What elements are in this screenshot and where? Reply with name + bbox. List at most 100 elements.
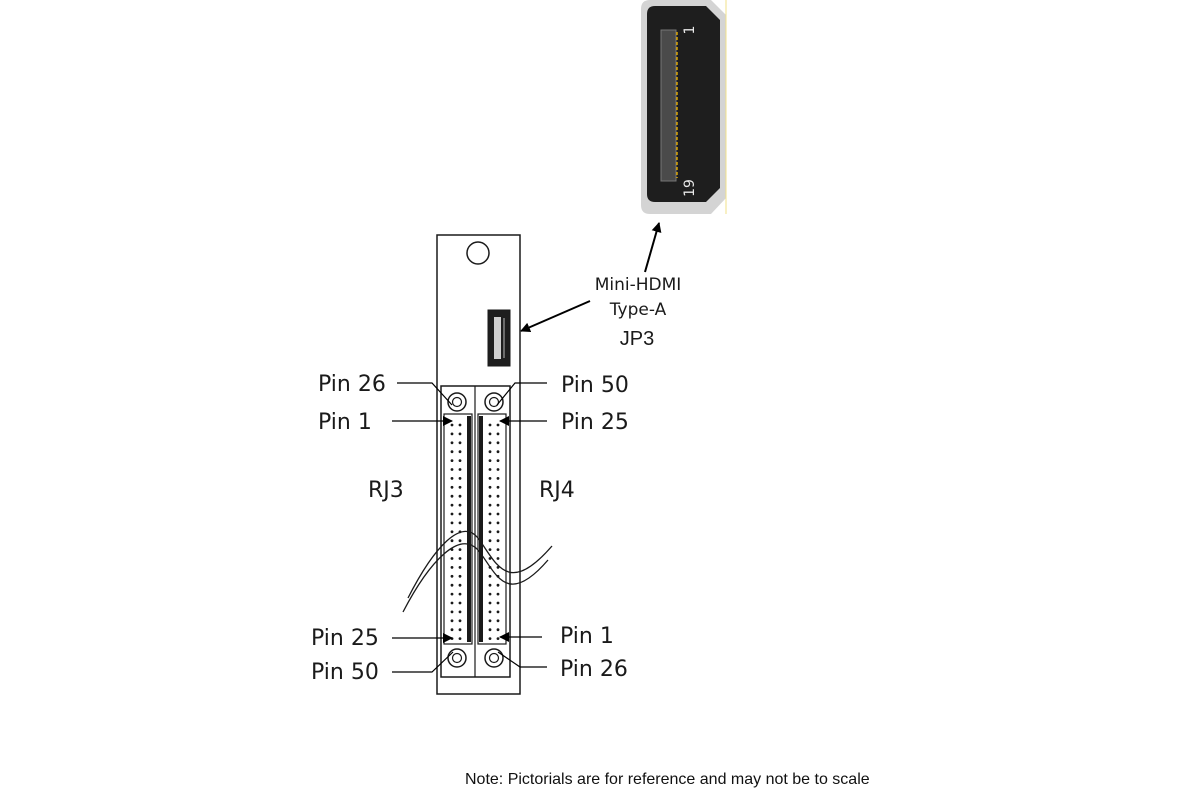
rj4-bottom-outer-label: Pin 26 bbox=[560, 657, 628, 682]
pin-dot bbox=[496, 557, 500, 560]
pin-dot bbox=[488, 521, 492, 525]
pin-dot bbox=[488, 503, 492, 507]
break-line-left bbox=[402, 543, 549, 613]
screw-bottom-right bbox=[484, 648, 504, 668]
hdmi-ref-label: JP3 bbox=[620, 328, 654, 350]
screw-top-left bbox=[447, 392, 467, 412]
pin-dot bbox=[488, 423, 492, 427]
pin-dot bbox=[496, 628, 500, 632]
pin-dot bbox=[488, 459, 492, 462]
pin-dot bbox=[458, 503, 462, 507]
rj3-top-inner-label: Pin 1 bbox=[318, 410, 372, 435]
board-faceplate bbox=[402, 234, 553, 695]
pin-dot bbox=[488, 610, 492, 614]
pin-dot bbox=[496, 521, 500, 525]
hdmi-port-arrow bbox=[520, 300, 591, 332]
rj3-ref-label: RJ3 bbox=[368, 478, 404, 503]
pin-dot bbox=[496, 432, 500, 436]
pin-dot bbox=[488, 628, 492, 632]
pin-dot bbox=[496, 619, 500, 623]
break-line-right bbox=[407, 530, 553, 599]
pin-dot bbox=[488, 494, 492, 498]
rj3-top-outer-label: Pin 26 bbox=[318, 372, 386, 397]
pin-dot bbox=[450, 459, 454, 462]
screw-bottom-left bbox=[447, 648, 467, 668]
pin-dot bbox=[458, 485, 462, 489]
pin-dot bbox=[496, 583, 500, 587]
pin-dot bbox=[458, 548, 462, 551]
pin-dot bbox=[488, 468, 492, 471]
pin-dot bbox=[458, 512, 462, 516]
pin-dot bbox=[450, 530, 454, 534]
pin-dot bbox=[450, 503, 454, 507]
rj4-bottom-inner-label: Pin 1 bbox=[560, 624, 614, 649]
pin-dot bbox=[450, 566, 454, 569]
hdmi-slot bbox=[660, 29, 677, 182]
pin-dot bbox=[496, 548, 500, 551]
pin-dot bbox=[496, 637, 500, 640]
pin-dot bbox=[496, 468, 500, 471]
rj4-top-outer-label: Pin 50 bbox=[561, 373, 629, 398]
pin-dot bbox=[458, 441, 462, 445]
mounting-hole bbox=[466, 241, 490, 265]
pin-dot bbox=[458, 610, 462, 614]
hdmi-type-label-line2: Type-A bbox=[609, 300, 667, 320]
pin-dot bbox=[450, 423, 454, 427]
hdmi-type-label-line1: Mini-HDMI bbox=[595, 275, 682, 295]
pin-dot bbox=[488, 450, 492, 454]
pin-dot bbox=[496, 450, 500, 454]
rj3-top-outer-leader bbox=[397, 382, 453, 406]
rj3-bottom-outer-leader bbox=[392, 651, 454, 673]
rj4-ref-label: RJ4 bbox=[539, 478, 575, 503]
pin-dot bbox=[458, 601, 462, 605]
pin-dot bbox=[488, 619, 492, 623]
pin-dot bbox=[496, 459, 500, 462]
screw-top-right bbox=[484, 392, 504, 412]
pin-dot bbox=[488, 548, 492, 551]
pin-dot bbox=[496, 610, 500, 614]
pin-dot bbox=[488, 601, 492, 605]
pin-dot bbox=[450, 610, 454, 614]
pin-dot bbox=[488, 539, 492, 543]
pin-dot bbox=[458, 583, 462, 587]
hdmi-pin-last-label: 19 bbox=[682, 179, 698, 197]
pin-dot bbox=[458, 557, 462, 560]
pin-dot bbox=[450, 574, 454, 578]
pin-dot bbox=[450, 583, 454, 587]
hdmi-pin-first-label: 1 bbox=[682, 26, 698, 35]
pin-dot bbox=[496, 601, 500, 605]
pin-dot bbox=[458, 432, 462, 436]
pin-dot bbox=[458, 628, 462, 632]
pin-dot bbox=[450, 628, 454, 632]
pin-dot bbox=[496, 530, 500, 534]
pin-dot bbox=[488, 557, 492, 560]
pin-dot bbox=[488, 432, 492, 436]
rj3-pin-grid bbox=[450, 423, 462, 640]
pin-dot bbox=[458, 574, 462, 578]
pin-dot bbox=[458, 477, 462, 480]
pin-dot bbox=[450, 512, 454, 516]
pin-dot bbox=[450, 494, 454, 498]
rj3-bottom-inner-label: Pin 25 bbox=[311, 626, 379, 651]
pin-dot bbox=[496, 539, 500, 543]
pin-dot bbox=[450, 485, 454, 489]
pin-dot bbox=[488, 530, 492, 534]
pin-dot bbox=[488, 512, 492, 516]
pin-dot bbox=[450, 539, 454, 543]
pin-dot bbox=[450, 557, 454, 560]
pin-dot bbox=[458, 619, 462, 623]
pin-dot bbox=[488, 574, 492, 578]
pin-dot bbox=[496, 503, 500, 507]
pin-dot bbox=[458, 494, 462, 498]
connector-rj3 bbox=[443, 413, 473, 645]
pin-dot bbox=[458, 521, 462, 525]
pin-dot bbox=[450, 601, 454, 605]
pin-dot bbox=[450, 441, 454, 445]
board-hdmi-port bbox=[487, 309, 511, 367]
rj3-bottom-outer-label: Pin 50 bbox=[311, 660, 379, 685]
pin-dot bbox=[496, 441, 500, 445]
connector-rj4 bbox=[477, 413, 507, 645]
pin-dot bbox=[450, 450, 454, 454]
pin-dot bbox=[496, 512, 500, 516]
